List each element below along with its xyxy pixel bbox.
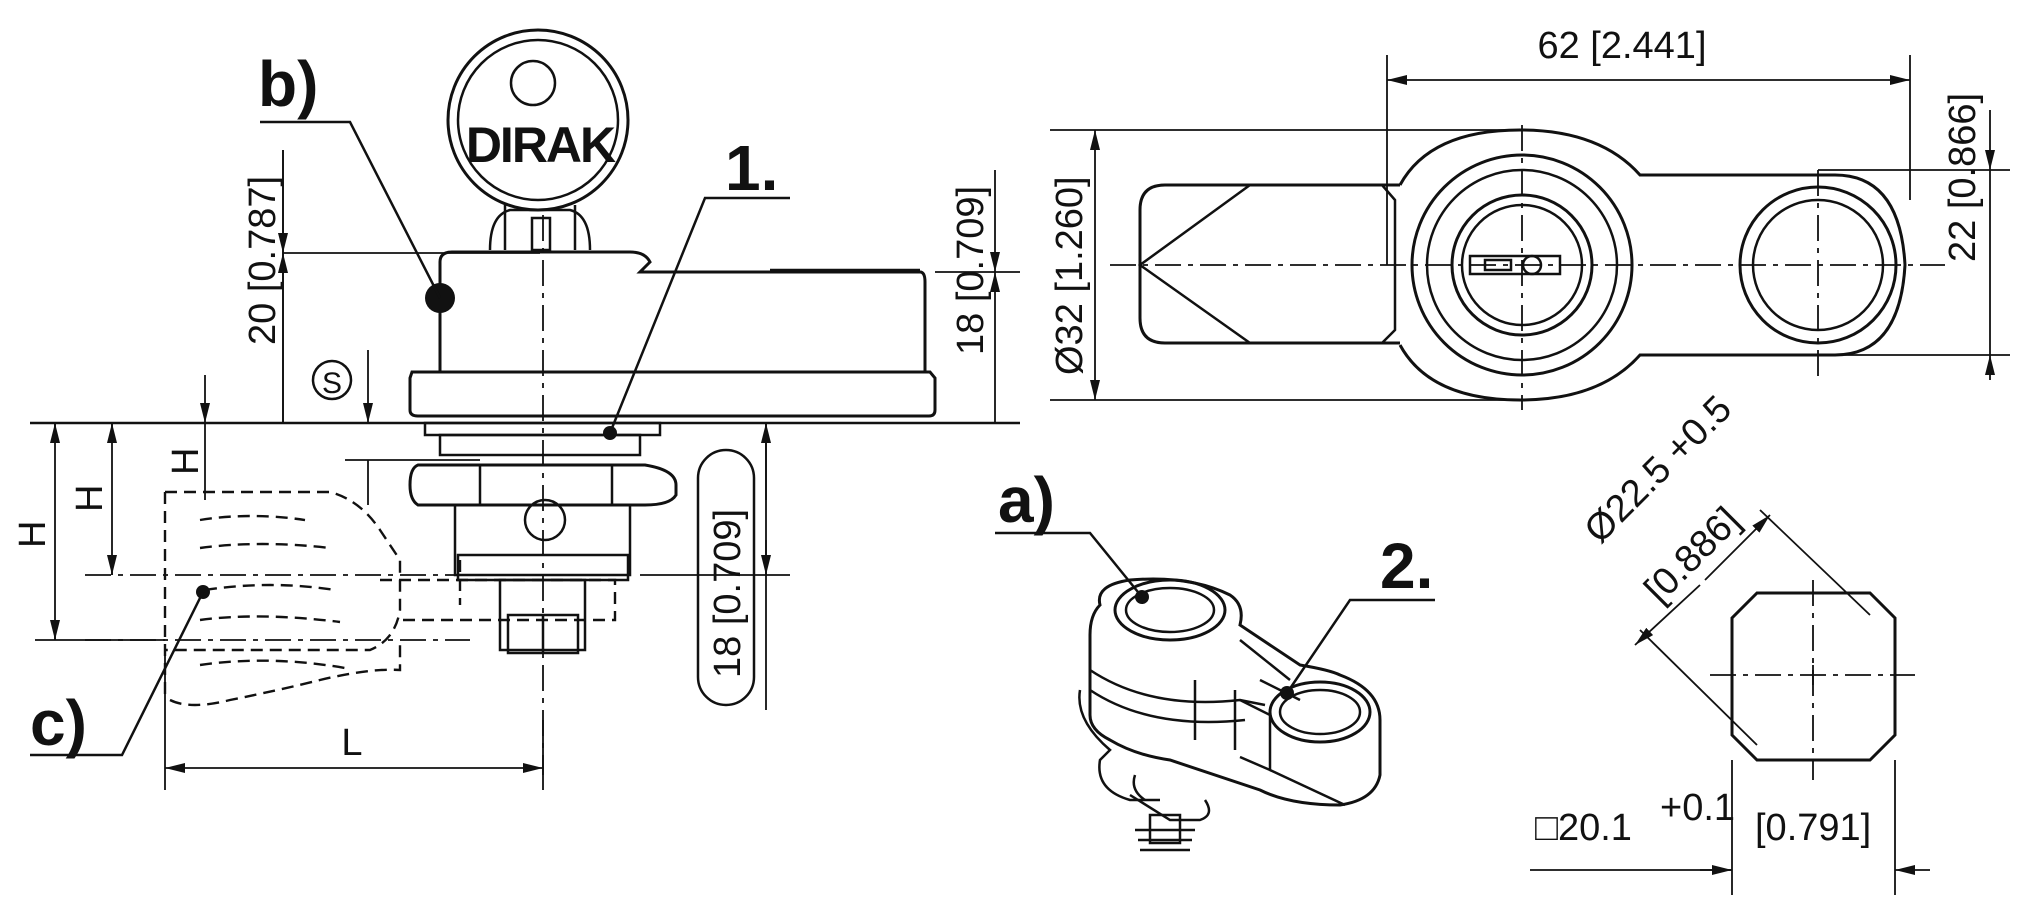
dim-l: L: [341, 722, 362, 764]
dim-h-outer: H: [12, 521, 54, 548]
dim-h-mid: H: [69, 485, 111, 512]
top-view: 62 [2.441] Ø32 [1.260] 22 [0.866]: [1049, 25, 2010, 410]
lock-body: [408, 250, 937, 418]
key-brand-label: DIRAK: [466, 117, 616, 173]
dim-square-in: [0.791]: [1755, 807, 1871, 849]
callout-1: 1.: [725, 132, 778, 204]
callout-a: a): [998, 464, 1055, 536]
dim-diameter-32: Ø32 [1.260]: [1049, 176, 1091, 375]
s-symbol-icon: [311, 359, 353, 401]
callout-c: c): [30, 687, 87, 759]
dim-key-height: 20 [0.787]: [242, 176, 284, 345]
callout-b: b): [258, 48, 318, 120]
dim-cutout-diameter-in: [0.886]: [1637, 499, 1749, 611]
cutout-shape: [1730, 591, 1897, 762]
dim-square-tol: +0.1: [1660, 787, 1735, 829]
key-icon: DIRAK: [446, 28, 630, 252]
dim-width-62: 62 [2.441]: [1537, 25, 1706, 67]
side-view: DIRAK: [12, 28, 1020, 790]
dim-h-inner: H: [165, 448, 207, 475]
svg-text:S: S: [322, 367, 342, 400]
dim-body-height: 18 [0.709]: [950, 186, 992, 355]
boxed-dim-frame: [696, 448, 756, 707]
cam-hidden-lines: [163, 490, 617, 707]
isometric-view: a) 2.: [995, 464, 1435, 852]
dim-22: 22 [0.866]: [1942, 93, 1984, 262]
callout-2: 2.: [1380, 530, 1433, 602]
panel-cutout-view: Ø22.5 +0.5 [0.886] □20.1 +0.1 [0.791]: [1530, 388, 1930, 895]
dim-boxed-18: 18 [0.709]: [707, 509, 749, 678]
dim-square-mm: □20.1: [1535, 807, 1632, 849]
